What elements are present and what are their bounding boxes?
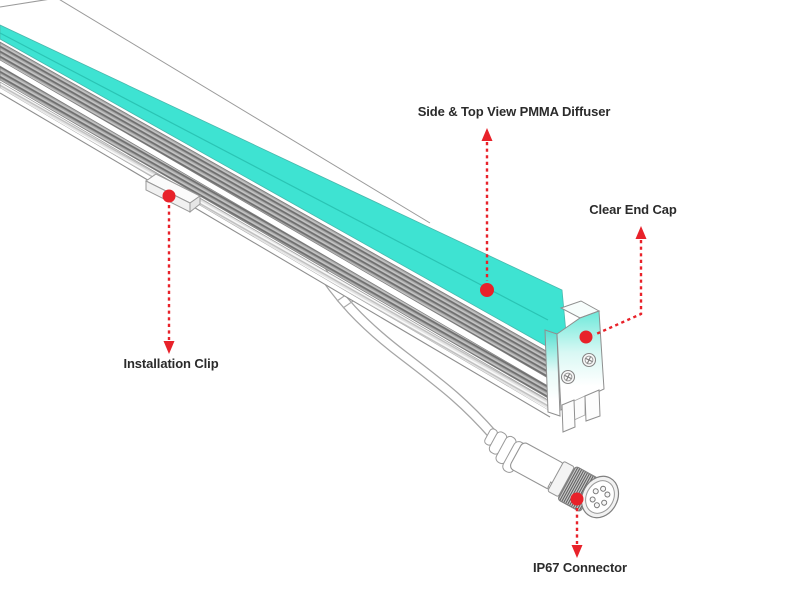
led-bar (0, 0, 567, 418)
bottom-lip (0, 88, 550, 417)
connector-pin (589, 496, 596, 503)
callout-end-cap (579, 226, 647, 344)
end-cap-foot (561, 399, 576, 433)
callout-diffuser (480, 128, 494, 297)
callout-dot (162, 189, 176, 203)
end-cap-screw (560, 369, 576, 385)
connector-collar (547, 461, 575, 497)
callout-connector (570, 492, 584, 558)
arrow-up-icon (635, 226, 647, 239)
label-pmma-diffuser: Side & Top View PMMA Diffuser (417, 104, 611, 119)
callout-dashed-line (593, 240, 643, 337)
arrow-down-icon (571, 545, 583, 558)
connector-face (580, 475, 620, 519)
label-clear-end-cap: Clear End Cap (589, 202, 677, 217)
pmma-diffuser (0, 24, 567, 348)
connector-pin (604, 491, 611, 498)
aluminum-housing-ridges-upper (0, 41, 549, 379)
end-cap-foot (584, 389, 601, 422)
connector-pin (592, 488, 599, 495)
diffuser-corner-edge (0, 32, 549, 321)
arrow-up-icon (481, 128, 493, 141)
callout-dot (570, 492, 584, 506)
label-installation-clip: Installation Clip (123, 356, 219, 371)
arrow-down-icon (163, 341, 175, 354)
callout-installation-clip (162, 189, 176, 354)
label-ip67-connector: IP67 Connector (533, 560, 627, 575)
connector-pin (593, 502, 600, 509)
callout-dot (480, 283, 494, 297)
channel-back-wall (0, 0, 430, 223)
end-cap-screw (581, 352, 597, 368)
callout-dot (579, 330, 593, 344)
connector-pin (600, 485, 607, 492)
end-cap-side-face (544, 329, 561, 417)
ip67-connector (484, 428, 620, 519)
connector-pin (601, 499, 608, 506)
